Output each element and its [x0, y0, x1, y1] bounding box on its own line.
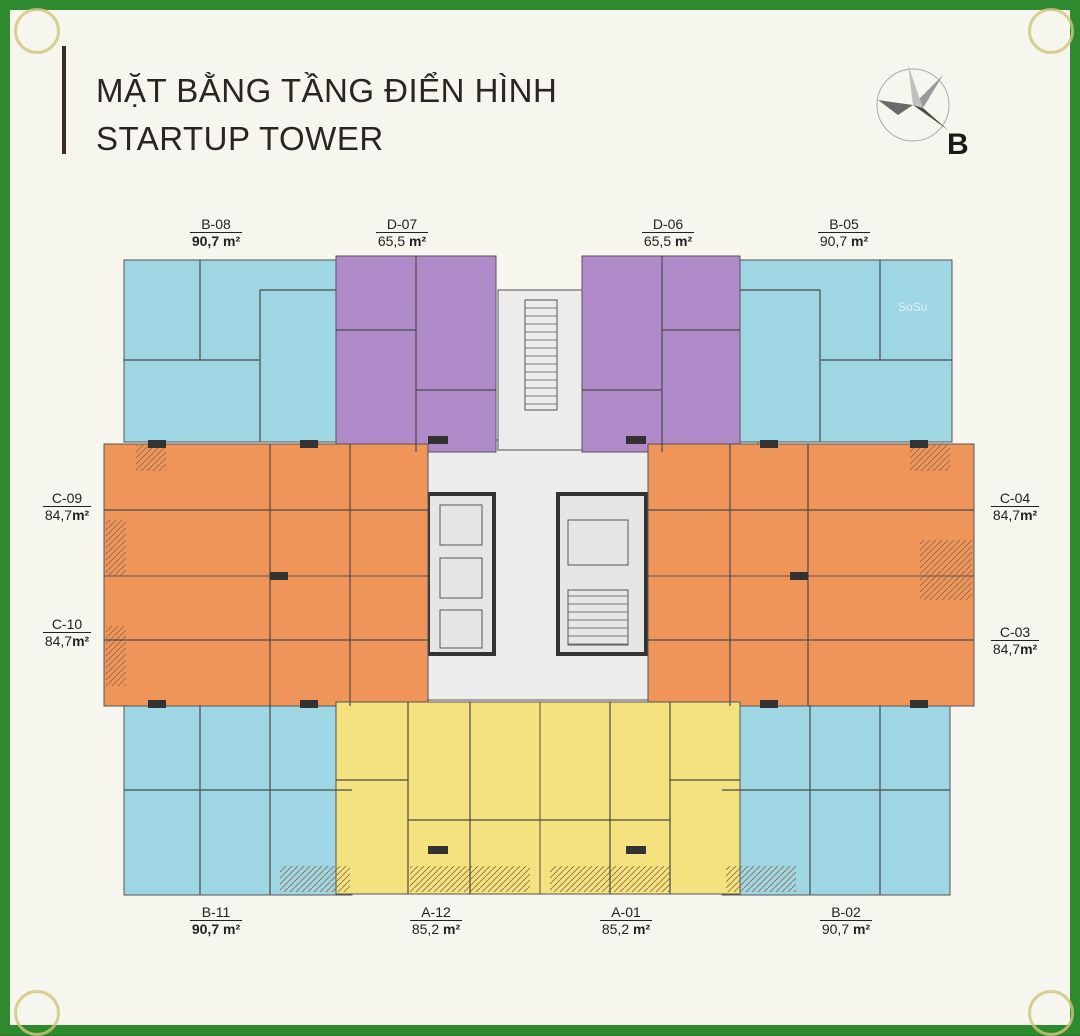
unit-c-03[interactable]	[647, 575, 975, 707]
label-unit-c-03: C-03 84,7m²	[990, 624, 1040, 657]
balcony	[726, 866, 796, 892]
balcony	[280, 866, 350, 892]
label-unit-b-05: B-05 90,7 m²	[817, 216, 871, 249]
label-unit-a-01: A-01 85,2 m²	[599, 904, 653, 937]
label-unit-b-11: B-11 90,7 m²	[189, 904, 243, 937]
label-unit-c-10: C-10 84,7m²	[42, 616, 92, 649]
corner-ornament-top-right	[1028, 8, 1074, 54]
label-unit-a-12: A-12 85,2 m²	[409, 904, 463, 937]
structural-columns	[148, 436, 928, 854]
compass-direction-label: B	[947, 128, 969, 161]
unit-a-01[interactable]	[539, 701, 741, 895]
stairs-north	[524, 299, 558, 411]
balcony	[136, 445, 166, 471]
unit-a-12[interactable]	[335, 701, 541, 895]
balcony	[920, 540, 972, 600]
balcony	[106, 520, 126, 576]
label-unit-d-07: D-07 65,5 m²	[375, 216, 429, 249]
page-title: MẶT BẰNG TẦNG ĐIỂN HÌNH	[96, 72, 558, 109]
unit-c-10[interactable]	[103, 575, 429, 707]
title-accent-bar	[62, 46, 66, 154]
label-unit-c-04: C-04 84,7m²	[990, 490, 1040, 523]
balcony	[910, 445, 950, 471]
label-unit-b-08: B-08 90,7 m²	[189, 216, 243, 249]
elevator-bank-left	[426, 492, 496, 656]
unit-b-08[interactable]	[123, 259, 337, 443]
label-unit-c-09: C-09 84,7m²	[42, 490, 92, 523]
watermark: SoSu	[898, 300, 928, 314]
label-unit-b-02: B-02 90,7 m²	[819, 904, 873, 937]
corner-ornament-top-left	[14, 8, 60, 54]
unit-d-06[interactable]	[581, 255, 741, 453]
balcony	[106, 626, 126, 686]
elevator-bank-right	[556, 492, 648, 656]
compass-arrow-icon	[876, 65, 950, 142]
label-unit-d-06: D-06 65,5 m²	[641, 216, 695, 249]
interior-walls	[104, 256, 974, 895]
unit-b-05[interactable]	[739, 259, 953, 443]
page-subtitle: STARTUP TOWER	[96, 120, 384, 157]
